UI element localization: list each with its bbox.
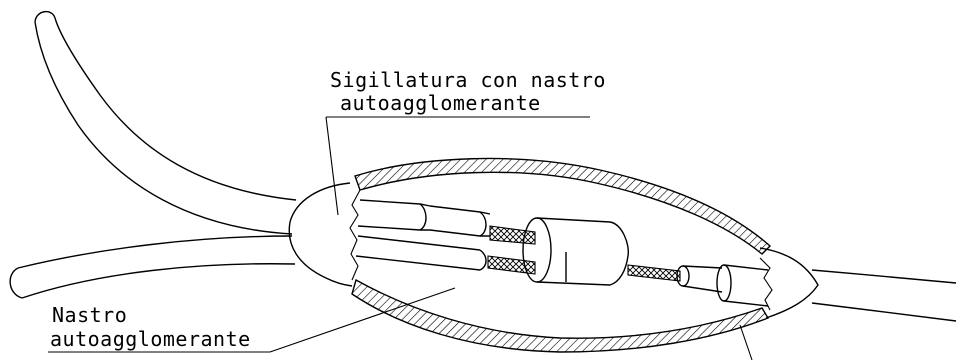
left-sealing-bulb bbox=[288, 182, 353, 287]
right-conductor bbox=[627, 264, 769, 307]
sealing-label-line1: Sigillatura con nastro bbox=[330, 68, 606, 92]
outer-shell-lower bbox=[351, 278, 770, 353]
tape-leader bbox=[48, 287, 456, 353]
left-lower-cable bbox=[9, 235, 296, 299]
outer-shell-upper bbox=[354, 157, 772, 255]
tape-label-line1: Nastro bbox=[52, 303, 127, 327]
right-cut-edge bbox=[759, 257, 773, 311]
shell-leader bbox=[739, 324, 753, 361]
upper-conductor bbox=[357, 199, 536, 245]
right-cable bbox=[811, 269, 957, 322]
right-sealing-tip bbox=[759, 247, 819, 319]
tape-label-line2: autoagglomerante bbox=[50, 327, 251, 351]
left-cut-edge bbox=[349, 189, 361, 281]
left-upper-cable bbox=[34, 11, 297, 235]
connector-sleeve bbox=[522, 217, 629, 286]
sealing-label-line2: autoagglomerante bbox=[340, 91, 541, 115]
sealing-leader bbox=[325, 116, 590, 216]
